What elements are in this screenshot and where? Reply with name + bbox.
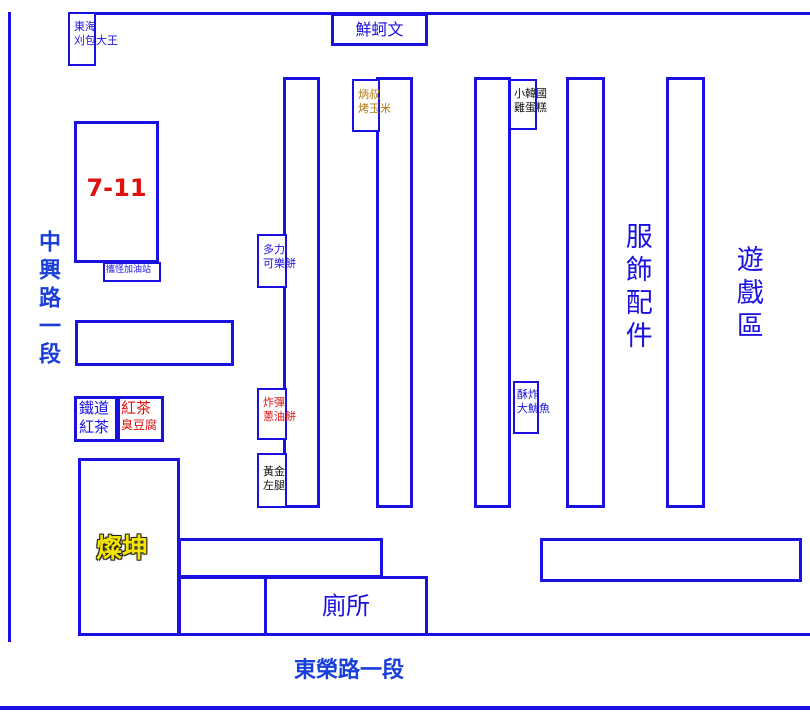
stall-gas-station[interactable]: [103, 262, 161, 282]
store-canshen-label: 燦坤: [96, 534, 149, 564]
stall-fried-scallion[interactable]: [257, 388, 287, 440]
stall-bing-uncle-label: 炳叔 烤玉米: [358, 88, 391, 115]
street-left-label: 中興路一段: [35, 230, 60, 370]
area-clothing-label: 服飾配件: [620, 222, 652, 354]
stall-block-bottom-left[interactable]: [178, 538, 383, 578]
stall-railway-tea-label: 鐵道 紅茶: [79, 399, 110, 436]
store-7-11-label: 7-11: [86, 174, 147, 202]
map-border-left: [8, 12, 11, 642]
stall-row-3[interactable]: [474, 77, 511, 508]
stall-squid[interactable]: [513, 381, 539, 434]
stall-row-5[interactable]: [666, 77, 705, 508]
stall-donghai-label: 東海 刈包大王: [74, 20, 118, 47]
store-canshen[interactable]: [78, 458, 180, 636]
stall-squid-label: 酥炸 大魷魚: [517, 388, 550, 415]
stall-duoli-label: 多力 可樂餅: [263, 243, 296, 270]
stall-korea-cake-label: 小韓國 雞蛋糕: [514, 87, 547, 114]
stall-duoli[interactable]: [257, 234, 287, 288]
stall-bing-uncle[interactable]: [352, 79, 380, 132]
street-bottom-label: 東榮路一段: [294, 658, 405, 683]
stall-golden-drumstick-label: 黃金 左腿: [263, 465, 285, 492]
stall-gas-station-label: 攜怪加油站: [106, 265, 152, 275]
stall-red-tea-tofu-label: 紅茶 臭豆腐: [121, 399, 158, 432]
stall-xianke[interactable]: [331, 13, 428, 46]
stall-block-bottom-right[interactable]: [540, 538, 802, 582]
stall-row-4[interactable]: [566, 77, 605, 508]
stall-red-tea-tofu[interactable]: [117, 396, 164, 442]
map-border-top: [68, 12, 810, 15]
toilet-label: 廁所: [322, 592, 370, 620]
map-border-bottom: [78, 633, 810, 636]
store-7-11[interactable]: [74, 121, 159, 263]
stall-korea-cake[interactable]: [509, 79, 537, 130]
stall-block-left-middle[interactable]: [75, 320, 234, 366]
stall-xianke-label: 鮮蚵文: [355, 20, 404, 39]
stall-golden-drumstick[interactable]: [257, 453, 287, 508]
stall-donghai[interactable]: [68, 12, 96, 66]
stall-block-bottom-under: [178, 576, 268, 636]
stall-row-2[interactable]: [376, 77, 413, 508]
stall-row-1[interactable]: [283, 77, 320, 508]
toilet[interactable]: [264, 576, 428, 636]
stall-fried-scallion-label: 炸彈 蔥油餅: [263, 396, 296, 423]
road-line-bottom: [0, 706, 810, 710]
stall-railway-tea[interactable]: [74, 396, 118, 442]
area-games-label: 遊戲區: [731, 245, 763, 344]
